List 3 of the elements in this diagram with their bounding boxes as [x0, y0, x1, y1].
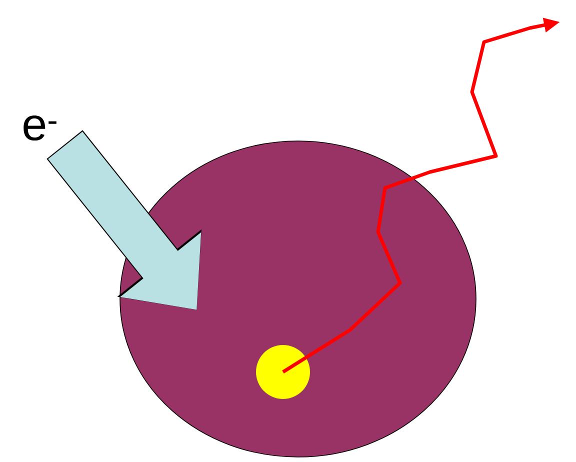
- electron-label: e$^{-}$: [24, 115, 56, 141]
- nucleus-dot: [256, 345, 310, 399]
- cell-disc: [120, 140, 476, 458]
